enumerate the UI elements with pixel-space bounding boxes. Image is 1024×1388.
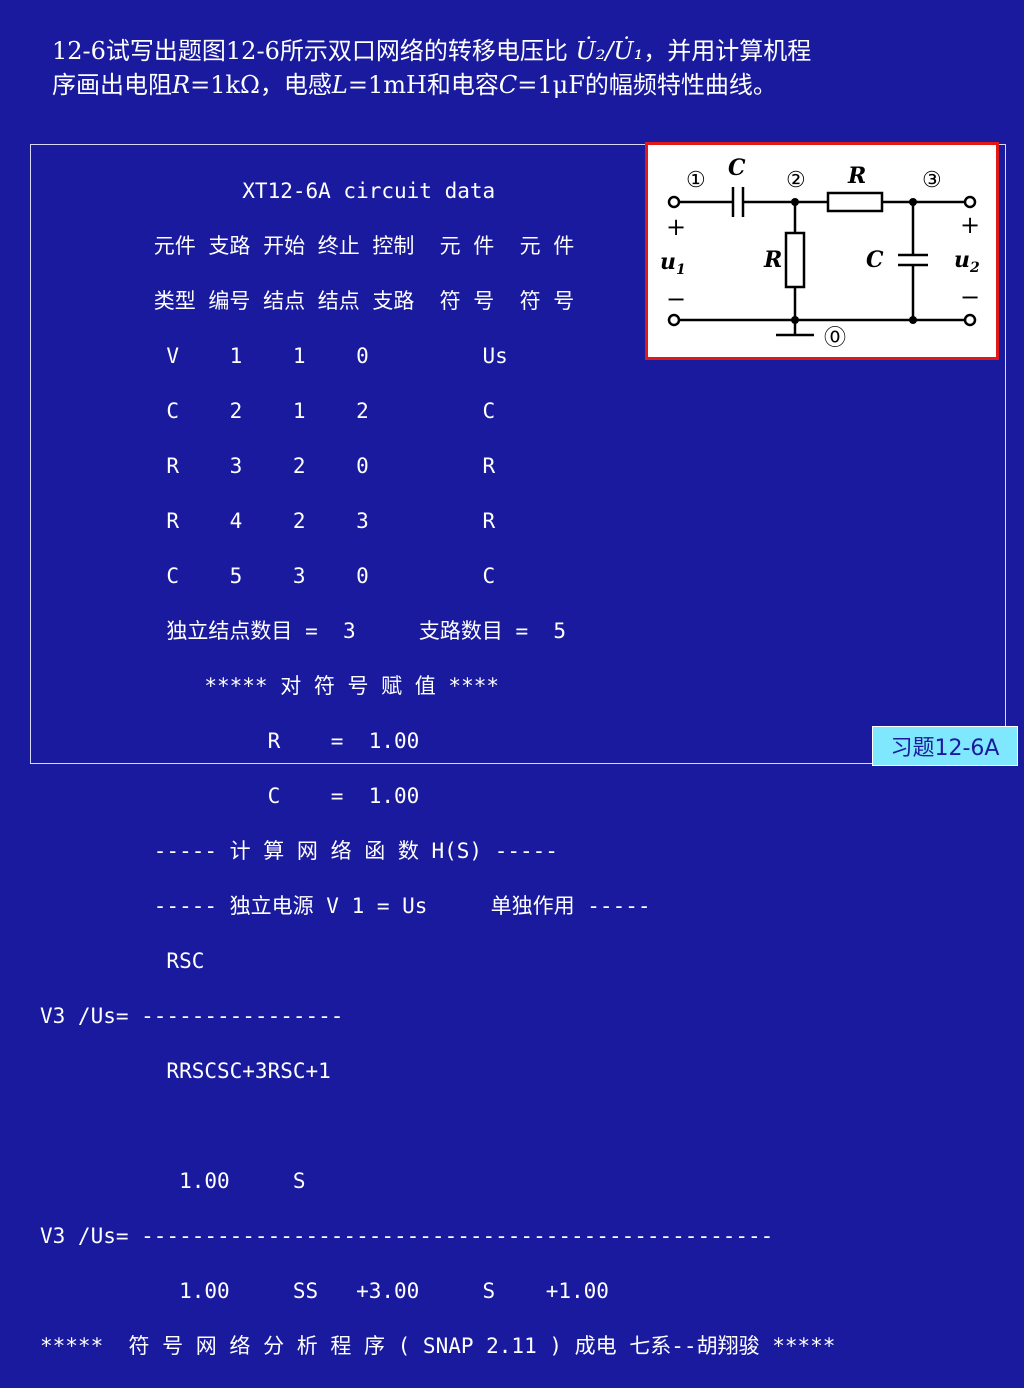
capacitor-symbol: C [498,71,518,99]
listing-line: RRSCSC+3RSC+1 [40,1058,331,1083]
problem-statement: 12-6试写出题图12-6所示双口网络的转移电压比 U̇₂/U̇₁，并用计算机程… [52,34,1002,102]
inductor-value: =1mH和电容 [347,71,499,99]
output-voltage-label: u2 [954,247,980,276]
listing-line: ***** 对 符 号 赋 值 **** [40,673,500,698]
listing-line: C = 1.00 [40,783,420,808]
listing-line: 类型 编号 结点 结点 支路 符 号 符 号 [40,288,575,313]
shunt-capacitor-label: C [866,247,884,273]
shunt-resistor-label: R [763,247,782,273]
listing-line: RSC [40,948,205,973]
series-capacitor-label: C [728,155,746,181]
input-plus-sign: + [666,213,686,241]
listing-line: ----- 独立电源 V 1 = Us 单独作用 ----- [40,893,651,918]
exercise-tag[interactable]: 习题12-6A [872,726,1018,766]
output-panel [30,144,1006,764]
listing-line: R = 1.00 [40,728,420,753]
listing-line: R 4 2 3 R [40,508,496,533]
node-1-label: ① [686,168,706,193]
voltage-ratio: U̇₂/U̇₁ [575,37,644,65]
listing-line: 元件 支路 开始 终止 控制 元 件 元 件 [40,233,575,258]
listing-line: V 1 1 0 Us [40,343,508,368]
listing-line: V3 /Us= --------------------------------… [40,1223,774,1248]
node-3-label: ③ [922,168,942,193]
node-0-label: ⓪ [824,326,846,351]
circuit-diagram: ① ② ③ ⓪ C R R C u1 u2 + − + − [660,155,980,351]
listing-line: XT12-6A circuit data [40,178,496,203]
problem-text-2a: 序画出电阻 [52,71,172,99]
listing-line: 独立结点数目 = 3 支路数目 = 5 [40,618,567,643]
listing-line: V3 /Us= ---------------- [40,1003,344,1028]
problem-text-1b: ，并用计算机程 [643,37,812,65]
circuit-figure: ① ② ③ ⓪ C R R C u1 u2 + − + − [645,142,999,360]
inductor-symbol: L [331,71,348,99]
listing-line: R 3 2 0 R [40,453,496,478]
output-minus-sign: − [960,283,980,311]
output-plus-sign: + [960,211,980,239]
series-resistor-label: R [847,163,866,189]
listing-line: 1.00 S [40,1168,306,1193]
listing-line: ----- 计 算 网 络 函 数 H(S) ----- [40,838,558,863]
listing-line: C 2 1 2 C [40,398,496,423]
listing-line: ​ [40,1113,835,1141]
resistor-symbol: R [172,71,191,99]
input-voltage-label: u1 [660,249,686,278]
capacitor-value: =1μF的幅频特性曲线。 [517,71,777,99]
node-2-label: ② [786,168,806,193]
listing-line: ***** 符 号 网 络 分 析 程 序 ( SNAP 2.11 ) 成电 七… [40,1333,836,1358]
resistor-value: =1kΩ，电感 [190,71,332,99]
listing-line: 1.00 SS +3.00 S +1.00 [40,1278,609,1303]
listing-line: C 5 3 0 C [40,563,496,588]
problem-text-1a: 12-6试写出题图12-6所示双口网络的转移电压比 [52,37,576,65]
input-minus-sign: − [666,285,686,313]
